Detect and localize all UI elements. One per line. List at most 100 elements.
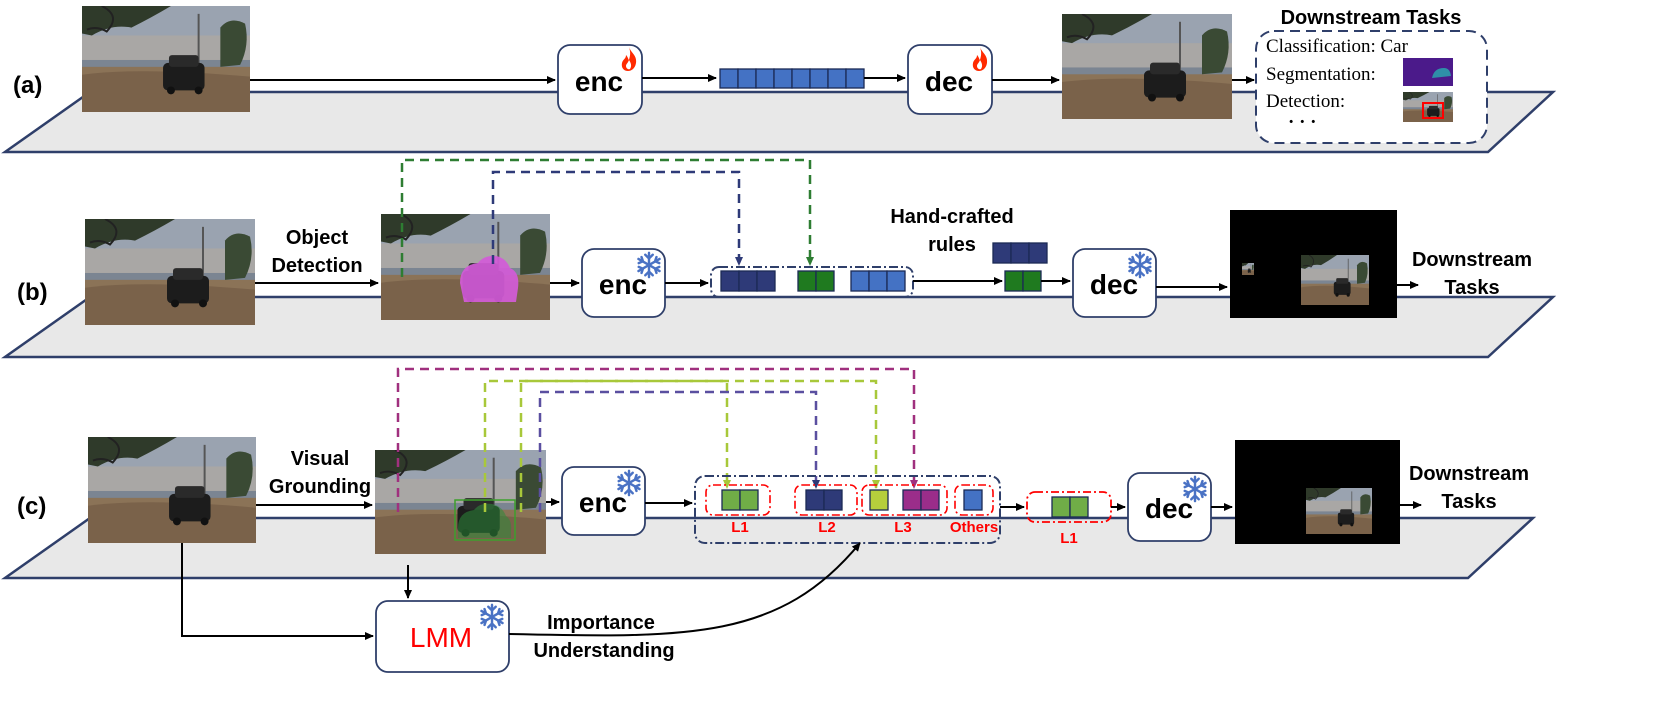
group-label-others: Others <box>950 519 998 536</box>
group-label-l1: L1 <box>731 519 749 536</box>
blue-token <box>850 270 870 292</box>
downstream-line1-c: Downstream <box>1409 463 1529 485</box>
l2-token <box>823 489 843 511</box>
selected-group-label: L1 <box>1060 530 1078 547</box>
importance-line2: Understanding <box>533 640 674 662</box>
downstream-line2-b: Tasks <box>1444 277 1499 299</box>
group-box-l1 <box>705 484 771 516</box>
decoder-label-c: dec <box>1145 493 1193 524</box>
segmentation-text: Segmentation: <box>1266 64 1376 85</box>
tokens-b <box>720 270 906 292</box>
encoder-box-a <box>557 44 643 115</box>
reconstructed-image-a <box>1062 14 1232 119</box>
grounded-object-mask <box>458 503 512 538</box>
rule-token-navy <box>1028 242 1048 264</box>
panel-b: (b) Object Detection enc Hand-crafted ru… <box>1 158 1557 359</box>
latent-token <box>773 68 793 89</box>
decoder-label-a: dec <box>925 66 973 97</box>
input-image-b <box>85 219 255 325</box>
latent-token <box>827 68 847 89</box>
lmm-box <box>375 600 510 673</box>
reconstructed-region-b <box>1301 255 1369 305</box>
reconstructed-small-region-b <box>1242 263 1254 275</box>
token-group-box-c <box>694 475 1001 544</box>
l3-token <box>902 489 922 511</box>
l2-token <box>805 489 825 511</box>
input-image-a <box>82 6 250 112</box>
encoder-box-c <box>561 466 646 536</box>
latent-token <box>809 68 829 89</box>
object-detection-line2: Detection <box>271 255 362 277</box>
navy-token <box>756 270 776 292</box>
group-box-l3 <box>861 484 948 516</box>
others-token <box>963 489 983 511</box>
l3-token <box>920 489 940 511</box>
visual-grounding-line1: Visual <box>291 448 350 470</box>
grounding-box <box>454 499 516 541</box>
encoder-label-b: enc <box>599 269 647 300</box>
blue-token <box>886 270 906 292</box>
segmentation-car-mask <box>1432 68 1451 78</box>
visual-grounding-line2: Grounding <box>269 476 371 498</box>
navy-token <box>738 270 758 292</box>
panel-c-label: (c) <box>17 493 46 520</box>
rule-token-navy <box>1010 242 1030 264</box>
lime-route-line-l1 <box>483 379 731 512</box>
classification-text: Classification: Car <box>1266 36 1409 57</box>
lmm-label: LMM <box>410 622 472 653</box>
selected-tokens-b <box>992 242 1048 292</box>
arrow-image-to-lmm <box>181 543 374 640</box>
decoder-box-b <box>1072 248 1157 318</box>
navy-token <box>720 270 740 292</box>
hand-crafted-rules-line2: rules <box>928 234 976 256</box>
rule-token-navy <box>992 242 1012 264</box>
green-token <box>815 270 835 292</box>
panel-a-label: (a) <box>13 72 42 99</box>
panel-a: (a) enc dec Downstream Tasks Classificat… <box>1 6 1557 154</box>
l3-token <box>869 489 889 511</box>
l1-token <box>721 489 741 511</box>
downstream-tasks-title: Downstream Tasks <box>1281 7 1462 29</box>
importance-groups: L1 L2 L3 Others <box>705 484 998 536</box>
latent-token <box>791 68 811 89</box>
detection-box <box>1422 102 1444 119</box>
reconstructed-region-c <box>1306 488 1372 534</box>
rule-token-green <box>1022 270 1042 292</box>
panel-b-label: (b) <box>17 279 48 306</box>
l1-token <box>739 489 759 511</box>
encoder-label-c: enc <box>579 487 627 518</box>
group-box-l2 <box>794 484 858 516</box>
selected-l1-token <box>1069 496 1089 518</box>
navy-route-line <box>491 170 743 266</box>
group-label-l2: L2 <box>818 519 836 536</box>
input-image-c <box>88 437 256 543</box>
detected-image-b <box>381 214 550 320</box>
green-token <box>797 270 817 292</box>
object-mask <box>460 255 519 302</box>
panel-c: (c) Visual Grounding enc L1 L2 L3 Others L1… <box>1 367 1537 673</box>
green-route-line <box>400 158 814 277</box>
blue-token <box>868 270 888 292</box>
token-sequence-a <box>719 68 865 89</box>
selected-l1-token <box>1051 496 1071 518</box>
downstream-line1-b: Downstream <box>1412 249 1532 271</box>
object-detection-line1: Object <box>286 227 349 249</box>
importance-arrow <box>508 542 861 637</box>
detection-text: Detection: <box>1266 91 1345 112</box>
ellipsis-text: · · · <box>1288 112 1317 133</box>
navy-route-line-l2 <box>538 390 820 512</box>
decoder-label-b: dec <box>1090 269 1138 300</box>
latent-token <box>755 68 775 89</box>
hand-crafted-rules-line1: Hand-crafted <box>890 206 1013 228</box>
rule-token-green <box>1004 270 1024 292</box>
encoder-label-a: enc <box>575 66 623 97</box>
latent-token <box>737 68 757 89</box>
latent-token <box>845 68 865 89</box>
downstream-line2-c: Tasks <box>1441 491 1496 513</box>
group-box-others <box>954 484 994 516</box>
importance-line1: Importance <box>547 612 655 634</box>
latent-token <box>719 68 739 89</box>
group-label-l3: L3 <box>894 519 912 536</box>
selected-tokens-c <box>1051 496 1089 518</box>
